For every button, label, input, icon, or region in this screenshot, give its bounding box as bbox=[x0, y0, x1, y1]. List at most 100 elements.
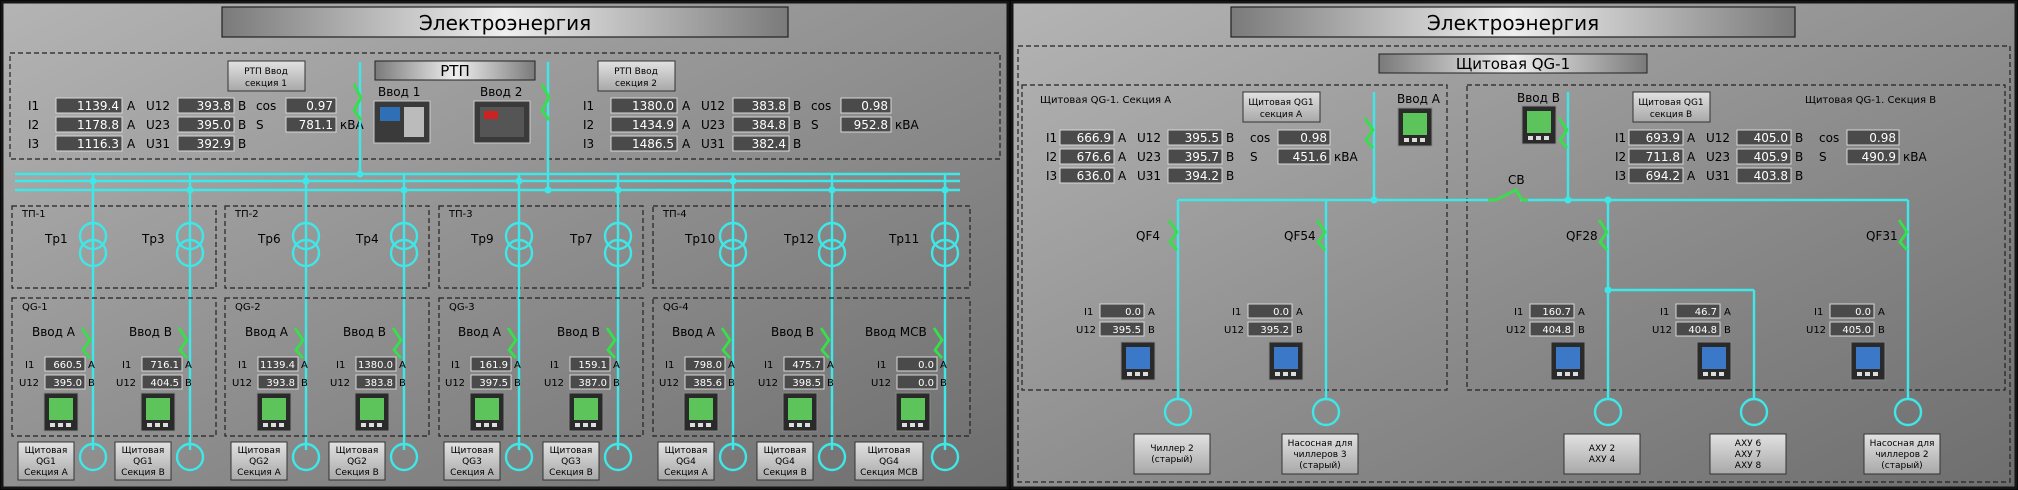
secB-unit-v: B bbox=[1795, 169, 1803, 183]
meter-device[interactable] bbox=[469, 392, 505, 432]
feeder-u12-box bbox=[1099, 321, 1145, 337]
small-label-u12: U12 bbox=[19, 378, 39, 389]
qg-switch[interactable] bbox=[506, 327, 518, 359]
meter-device[interactable] bbox=[683, 392, 719, 432]
meter-device-rtp-1[interactable] bbox=[373, 100, 431, 144]
meter-device[interactable] bbox=[1696, 341, 1732, 381]
qg-switch[interactable] bbox=[720, 327, 732, 359]
rtp-switch-2[interactable] bbox=[540, 83, 551, 121]
load-button-line: АХУ 8 bbox=[1735, 461, 1762, 471]
feeder-switch[interactable] bbox=[1597, 219, 1609, 251]
feeder-switch[interactable] bbox=[1315, 219, 1327, 251]
feeder-switch[interactable] bbox=[1167, 219, 1179, 251]
bus-node bbox=[828, 186, 836, 194]
transformer[interactable] bbox=[78, 221, 108, 268]
small-unit-v: B bbox=[728, 378, 735, 389]
rtp2-I1: 1380.0 bbox=[632, 99, 674, 113]
meter-device-section-b[interactable] bbox=[1521, 105, 1557, 145]
board-button-line: Щитовая bbox=[25, 446, 68, 456]
section-b-input-switch[interactable] bbox=[1557, 117, 1569, 149]
secA-U31-box bbox=[1167, 167, 1223, 184]
transformer[interactable] bbox=[389, 221, 419, 268]
transformer[interactable] bbox=[291, 221, 321, 268]
meter-device[interactable] bbox=[140, 392, 176, 432]
feeder-u12: 395.5 bbox=[1112, 325, 1141, 336]
rtp-sec2-button[interactable]: РТП Ввод секция 2 bbox=[597, 60, 676, 92]
small-label-u12: U12 bbox=[445, 378, 465, 389]
rtp2-label-U31: U31 bbox=[701, 137, 725, 151]
tp-name: ТП-4 bbox=[662, 209, 687, 220]
transformer[interactable] bbox=[817, 221, 847, 268]
transformer[interactable] bbox=[718, 221, 748, 268]
transformer[interactable] bbox=[175, 221, 205, 268]
meter-device-section-a[interactable] bbox=[1397, 107, 1433, 147]
meter-device[interactable] bbox=[1550, 341, 1586, 381]
meter-device[interactable] bbox=[354, 392, 390, 432]
load-ring bbox=[1593, 397, 1623, 427]
qg-switch[interactable] bbox=[293, 327, 305, 359]
qg-u12: 397.5 bbox=[479, 378, 508, 389]
qg-switch[interactable] bbox=[391, 327, 403, 359]
qg-switch[interactable] bbox=[80, 327, 92, 359]
small-unit-a: A bbox=[301, 360, 308, 371]
rtp1-I2-box bbox=[55, 116, 123, 133]
qg-switch[interactable] bbox=[819, 327, 831, 359]
transformer[interactable] bbox=[930, 221, 960, 268]
small-unit-v: B bbox=[613, 378, 620, 389]
transformer-label: Тр9 bbox=[470, 232, 494, 246]
meter-device[interactable] bbox=[568, 392, 604, 432]
small-label-i1: I1 bbox=[122, 360, 131, 371]
rtp-switch-1[interactable] bbox=[352, 83, 363, 121]
qg-i1-box bbox=[569, 356, 611, 372]
qg-switch[interactable] bbox=[605, 327, 617, 359]
secB-unit-a: A bbox=[1687, 150, 1696, 164]
small-label-i1: I1 bbox=[336, 360, 345, 371]
load-button-line: (старый) bbox=[1151, 455, 1192, 465]
rtp-sec1-button[interactable]: РТП Ввод секция 1 bbox=[227, 60, 306, 92]
meter-device-rtp-2[interactable] bbox=[473, 100, 531, 144]
feeder-u12: 404.8 bbox=[1688, 325, 1717, 336]
meter-device[interactable] bbox=[1268, 341, 1304, 381]
feeder-ring bbox=[504, 442, 534, 472]
section-a-input-switch[interactable] bbox=[1363, 117, 1375, 149]
coupler-switch[interactable] bbox=[1488, 188, 1528, 202]
qg-switch[interactable] bbox=[177, 327, 189, 359]
rtp2-U31-box bbox=[732, 135, 790, 152]
small-label-u12: U12 bbox=[1806, 325, 1826, 336]
rtp2-U23-box bbox=[732, 116, 790, 133]
coupler-label: СВ bbox=[1508, 173, 1525, 187]
meter-device[interactable] bbox=[1120, 341, 1156, 381]
feeder-ring bbox=[389, 442, 419, 472]
load-button[interactable]: Чиллер 2(старый) bbox=[1133, 433, 1211, 475]
meter-device[interactable] bbox=[782, 392, 818, 432]
rtp2-I3-box bbox=[610, 135, 678, 152]
transformer[interactable] bbox=[504, 221, 534, 268]
qg-switch[interactable] bbox=[932, 327, 944, 359]
meter-device[interactable] bbox=[256, 392, 292, 432]
rtp-sec1-button-line1: РТП Ввод bbox=[244, 67, 288, 77]
feeder-switch[interactable] bbox=[1897, 219, 1909, 251]
secB-I3: 694.2 bbox=[1646, 169, 1680, 183]
rtp1-unit-v: B bbox=[238, 137, 246, 151]
meter-device[interactable] bbox=[43, 392, 79, 432]
meter-device[interactable] bbox=[1850, 341, 1886, 381]
transformer[interactable] bbox=[603, 221, 633, 268]
meter-device[interactable] bbox=[895, 392, 931, 432]
secA-label-S: S bbox=[1250, 150, 1258, 164]
board-button-line: Щитовая bbox=[238, 446, 281, 456]
